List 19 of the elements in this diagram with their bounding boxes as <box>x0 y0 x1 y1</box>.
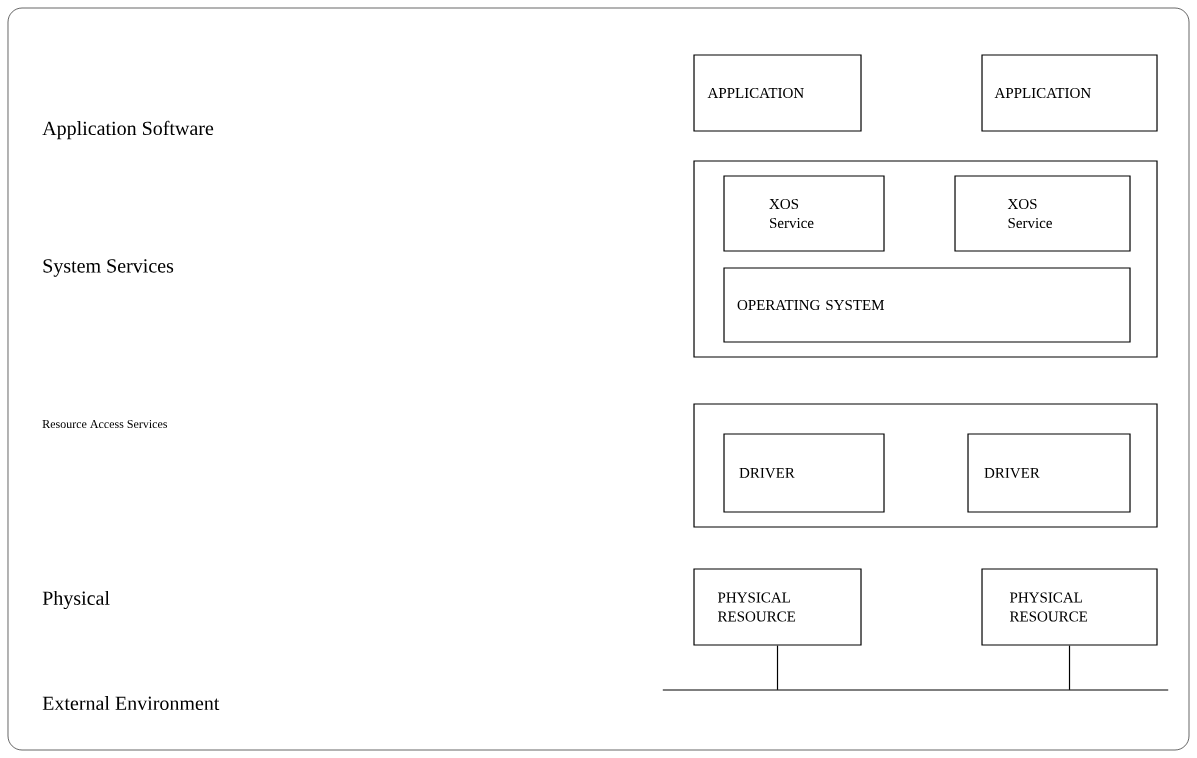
component-box: PHYSICAL RESOURCE <box>693 568 862 646</box>
component-box: DRIVER <box>723 433 885 513</box>
connector-line <box>1068 645 1071 691</box>
layer-label: External Environment <box>42 695 220 711</box>
layer-label: Physical <box>42 590 110 610</box>
layer-box <box>693 403 1158 528</box>
bus-line <box>662 689 1169 691</box>
component-box: XOS Service <box>954 175 1131 252</box>
component-box: PHYSICAL RESOURCE <box>981 568 1158 646</box>
layer-label: Resource Access Services <box>42 419 168 429</box>
component-box: DRIVER <box>967 433 1131 513</box>
layer-box <box>693 160 1158 358</box>
layer-box: APPLICATION <box>693 54 862 132</box>
layer-label: Application Software <box>42 120 214 140</box>
layer-box: APPLICATION <box>981 54 1158 132</box>
component-box: OPERATING SYSTEM <box>723 267 1131 343</box>
component-box: XOS Service <box>723 175 885 252</box>
connector-line <box>776 645 779 691</box>
layer-label: System Services <box>43 259 174 277</box>
